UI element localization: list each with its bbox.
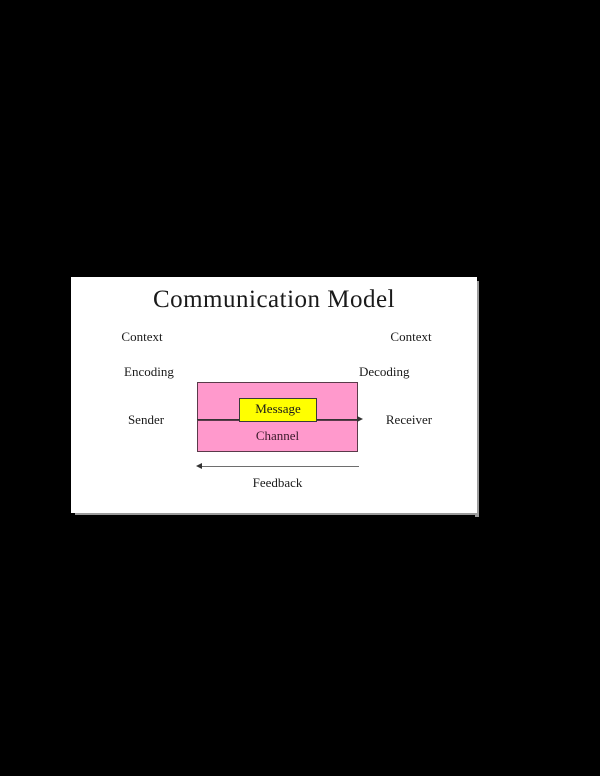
decoding-label: Decoding	[359, 364, 410, 379]
feedback-label: Feedback	[252, 475, 303, 490]
channel-band-lower	[197, 420, 358, 452]
sender-label: Sender	[127, 412, 165, 427]
encoding-label: Encoding	[124, 364, 174, 379]
page-title: Communication Model	[152, 286, 396, 313]
figure-shadow-right	[475, 281, 479, 517]
receiver-label: Receiver	[385, 412, 433, 427]
context-label-receiver: Context	[390, 329, 432, 344]
context-label-sender: Context	[121, 329, 163, 344]
feedback-arrow-line	[199, 466, 359, 467]
context-box-receiver	[71, 446, 177, 615]
communication-model-figure: Communication Model Context Encoding Con…	[71, 277, 477, 513]
feedback-arrow-head-icon	[196, 463, 202, 469]
figure-shadow-bottom	[75, 511, 479, 515]
message-box	[239, 398, 317, 422]
channel-label: Channel	[255, 428, 300, 443]
sender-box	[71, 615, 173, 689]
message-arrow-head-icon	[357, 416, 363, 422]
message-label: Message	[255, 401, 301, 416]
receiver-box	[71, 689, 153, 763]
